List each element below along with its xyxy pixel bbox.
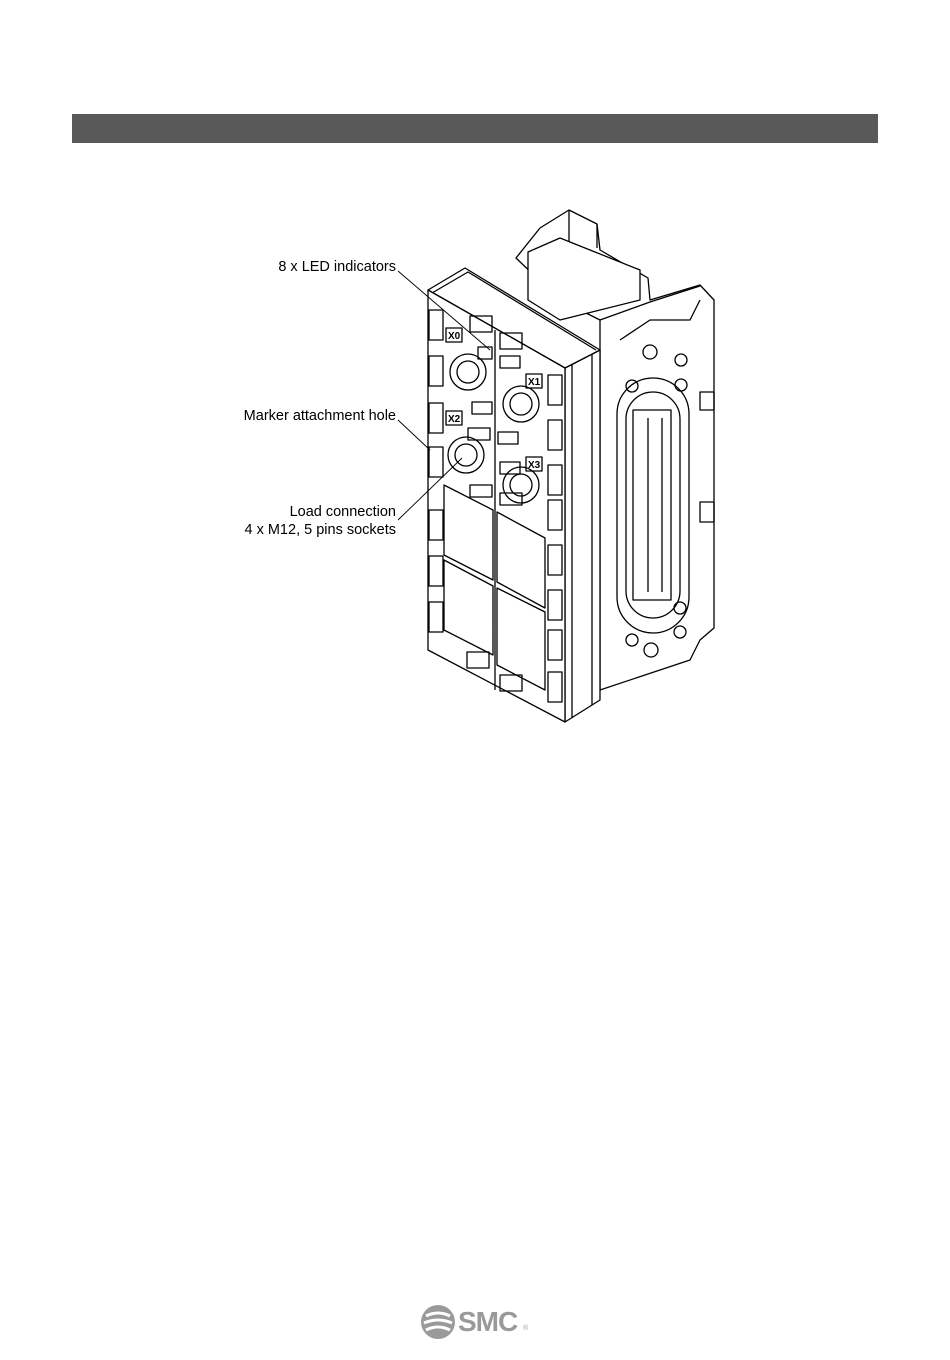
registered-mark: ®	[523, 1325, 528, 1332]
smc-logo: SMC ®	[420, 1303, 530, 1341]
smc-logo-text: SMC	[458, 1306, 517, 1338]
callout-marker-hole: Marker attachment hole	[244, 407, 396, 425]
port-label-x1: X1	[528, 377, 541, 388]
callout-load-line1: Load connection	[244, 503, 396, 521]
callout-led-indicators: 8 x LED indicators	[278, 258, 396, 276]
port-label-x0: X0	[448, 331, 461, 342]
port-label-x2: X2	[448, 414, 461, 425]
port-label-x3: X3	[528, 460, 541, 471]
callout-load-line2: 4 x M12, 5 pins sockets	[244, 521, 396, 539]
callout-load-connection: Load connection 4 x M12, 5 pins sockets	[244, 503, 396, 539]
module-side-wall	[565, 350, 600, 722]
smc-logo-mark-icon	[420, 1304, 456, 1340]
